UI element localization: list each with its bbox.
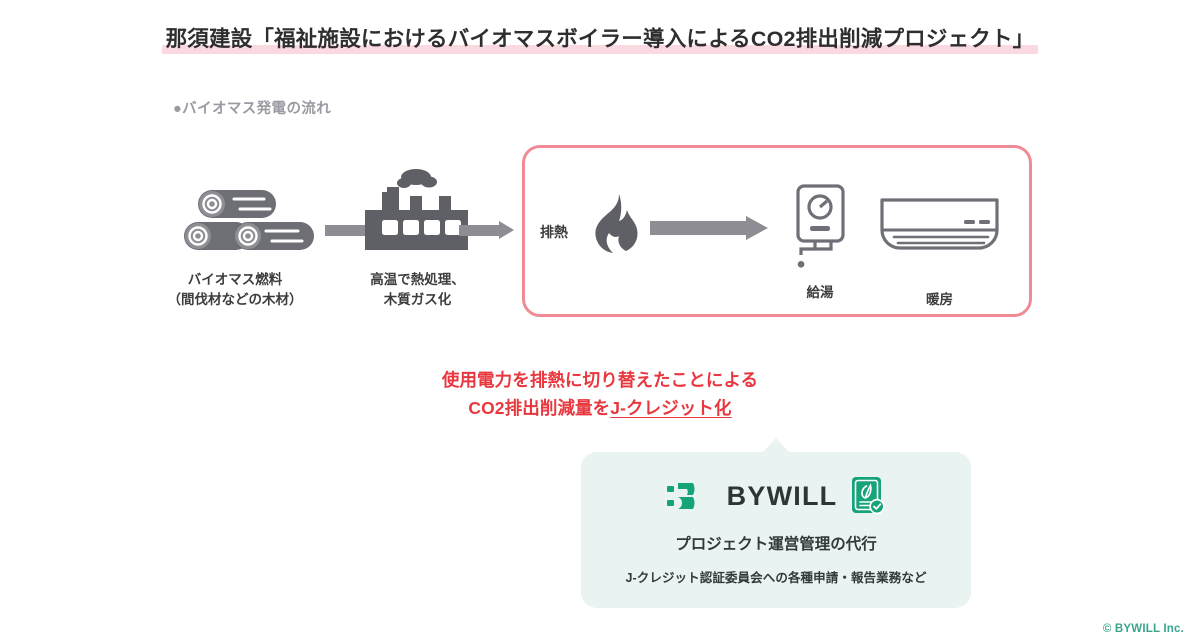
flow-step-caption: バイオマス燃料 （間伐材などの木材） bbox=[140, 270, 330, 309]
title-highlight-bar bbox=[161, 45, 1039, 54]
certificate-leaf-icon bbox=[851, 476, 885, 516]
bywill-callout: BYWILL プロジェクト運営管理の代行 J-クレジット認証委員会への各種申請・… bbox=[581, 452, 971, 608]
credit-message-line2-underlined: J-クレジット化 bbox=[610, 398, 732, 419]
output-label: 給湯 bbox=[806, 285, 834, 300]
exhaust-heat-label: 排熱 bbox=[540, 224, 568, 240]
flow-step-gasification: 高温で熱処理、 木質ガス化 bbox=[330, 168, 505, 309]
section-heading: ●バイオマス発電の流れ bbox=[173, 101, 332, 117]
page-title-text: 那須建設「福祉施設におけるバイオマスボイラー導入によるCO2排出削減プロジェクト… bbox=[165, 27, 1035, 51]
flow-step-caption: 高温で熱処理、 木質ガス化 bbox=[330, 270, 505, 309]
callout-tail bbox=[761, 438, 791, 454]
factory-caption-line2: 木質ガス化 bbox=[383, 291, 452, 307]
bywill-wordmark: BYWILL bbox=[726, 480, 838, 511]
credit-message-line2-prefix: CO2排出削減量を bbox=[468, 398, 611, 419]
air-conditioner-icon bbox=[872, 192, 1007, 268]
factory-caption-line1: 高温で熱処理、 bbox=[370, 272, 465, 287]
output-heating: 暖房 bbox=[872, 192, 1007, 310]
credit-message-line1: 使用電力を排熱に切り替えたことによる bbox=[441, 370, 759, 390]
output-water-heating: 給湯 bbox=[765, 183, 875, 303]
bywill-logo: BYWILL bbox=[581, 476, 971, 516]
flow-step-biomass-fuel: バイオマス燃料 （間伐材などの木材） bbox=[140, 186, 330, 309]
water-heater-icon bbox=[765, 183, 875, 269]
flame-icon bbox=[588, 193, 644, 255]
logs-caption-line2: （間伐材などの木材） bbox=[167, 291, 303, 307]
callout-sub-text: J-クレジット認証委員会への各種申請・報告業務など bbox=[625, 571, 927, 585]
credit-message: 使用電力を排熱に切り替えたことによる CO2排出削減量をJ-クレジット化 bbox=[0, 366, 1200, 423]
flow-arrow-2-icon bbox=[459, 221, 514, 239]
factory-icon bbox=[330, 168, 505, 256]
output-label: 暖房 bbox=[926, 292, 953, 307]
copyright-notice: © BYWILL Inc. bbox=[1102, 623, 1184, 635]
logs-icon bbox=[140, 186, 330, 256]
page-title: 那須建設「福祉施設におけるバイオマスボイラー導入によるCO2排出削減プロジェクト… bbox=[0, 22, 1200, 55]
bywill-logo-mark-icon bbox=[666, 482, 713, 510]
credit-message-line2: CO2排出削減量をJ-クレジット化 bbox=[0, 394, 1200, 422]
callout-main-text: プロジェクト運営管理の代行 bbox=[675, 536, 877, 553]
flow-arrow-3-icon bbox=[650, 216, 768, 240]
logs-caption-line1: バイオマス燃料 bbox=[187, 272, 283, 287]
